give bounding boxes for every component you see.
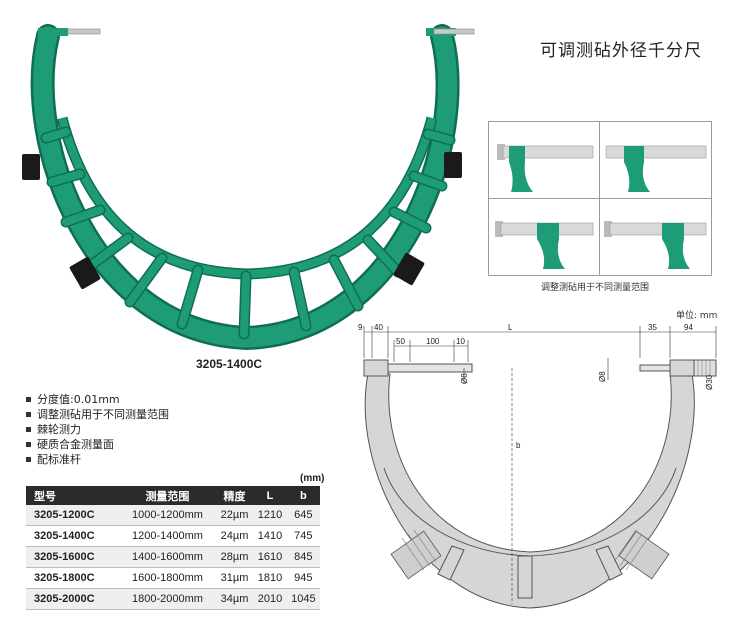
dim-40: 40 (374, 323, 383, 332)
cell-b: 745 (286, 525, 320, 547)
cell-model: 3205-1200C (26, 505, 120, 526)
cell-range: 1400-1600mm (119, 546, 216, 568)
dim-L: L (508, 323, 513, 332)
cell-accuracy: 22µm (215, 505, 254, 526)
cell-L: 1410 (253, 525, 287, 547)
cell-model: 3205-2000C (26, 588, 120, 610)
cell-b: 1045 (286, 588, 320, 610)
cell-model: 3205-1400C (26, 525, 120, 547)
table-row: 3205-2000C 1800-2000mm 34µm 2010 1045 (26, 588, 320, 610)
header-accuracy: 精度 (215, 486, 254, 505)
cell-b: 645 (286, 505, 320, 526)
dia-spindle: Ø8 (598, 371, 607, 382)
anvil-config-2 (605, 145, 707, 192)
unit-note: 单位: mm (676, 311, 718, 321)
cell-b: 845 (286, 546, 320, 568)
feature-item: 配标准杆 (26, 452, 169, 467)
table-row: 3205-1200C 1000-1200mm 22µm 1210 645 (26, 505, 320, 526)
header-b: b (286, 486, 320, 505)
cell-range: 1600-1800mm (119, 567, 216, 589)
anvil-inset (488, 121, 712, 276)
feature-item: 硬质合金测量面 (26, 437, 169, 452)
feature-item: 棘轮测力 (26, 422, 169, 437)
table-row: 3205-1800C 1600-1800mm 31µm 1810 945 (26, 567, 320, 589)
dim-b: b (516, 441, 521, 450)
dim-10: 10 (456, 337, 465, 346)
feature-list: 分度值:0.01mm 调整测砧用于不同测量范围 棘轮测力 硬质合金测量面 配标准… (26, 392, 169, 467)
cell-accuracy: 31µm (215, 567, 254, 589)
micrometer-photo (22, 24, 475, 351)
cell-L: 1810 (253, 567, 287, 589)
technical-drawing: 9 40 L 35 94 50 100 10 Ø8 Ø8 Ø30 b (358, 323, 717, 609)
cell-model: 3205-1600C (26, 546, 120, 568)
anvil-config-3 (495, 221, 594, 269)
anvil-config-1 (497, 144, 594, 192)
cell-range: 1000-1200mm (119, 505, 216, 526)
dim-100: 100 (426, 337, 440, 346)
table-header-row: 型号 测量范围 精度 L b (26, 486, 320, 505)
cell-b: 945 (286, 567, 320, 589)
header-range: 测量范围 (119, 486, 216, 505)
header-L: L (253, 486, 287, 505)
cell-model: 3205-1800C (26, 567, 120, 589)
cell-L: 1210 (253, 505, 287, 526)
table-row: 3205-1400C 1200-1400mm 24µm 1410 745 (26, 525, 320, 547)
anvil-config-4 (604, 221, 707, 269)
feature-item: 分度值:0.01mm (26, 392, 169, 407)
dim-35: 35 (648, 323, 657, 332)
dim-9: 9 (358, 323, 363, 332)
model-caption: 3205-1400C (196, 357, 263, 371)
page-title: 可调测砧外径千分尺 (540, 41, 702, 61)
dim-50: 50 (396, 337, 405, 346)
spec-table: 型号 测量范围 精度 L b 3205-1200C 1000-1200mm 22… (26, 486, 320, 610)
feature-item: 调整测砧用于不同测量范围 (26, 407, 169, 422)
table-row: 3205-1600C 1400-1600mm 28µm 1610 845 (26, 546, 320, 568)
dia-thimble: Ø30 (705, 374, 714, 390)
inset-caption: 调整测砧用于不同测量范围 (541, 283, 650, 293)
dia-anvil: Ø8 (460, 373, 469, 384)
table-unit: (mm) (300, 473, 325, 484)
cell-L: 1610 (253, 546, 287, 568)
cell-range: 1200-1400mm (119, 525, 216, 547)
header-model: 型号 (26, 486, 120, 505)
dim-94: 94 (684, 323, 693, 332)
cell-accuracy: 28µm (215, 546, 254, 568)
cell-range: 1800-2000mm (119, 588, 216, 610)
cell-L: 2010 (253, 588, 287, 610)
cell-accuracy: 34µm (215, 588, 254, 610)
cell-accuracy: 24µm (215, 525, 254, 547)
